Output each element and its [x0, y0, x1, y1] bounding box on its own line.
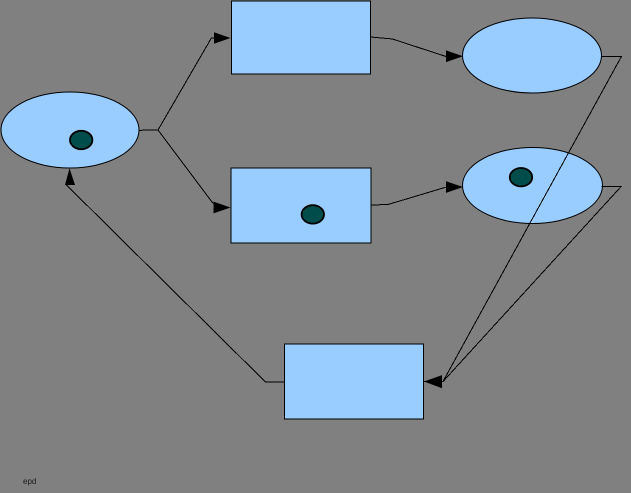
svg-text:epd: epd: [23, 477, 36, 486]
